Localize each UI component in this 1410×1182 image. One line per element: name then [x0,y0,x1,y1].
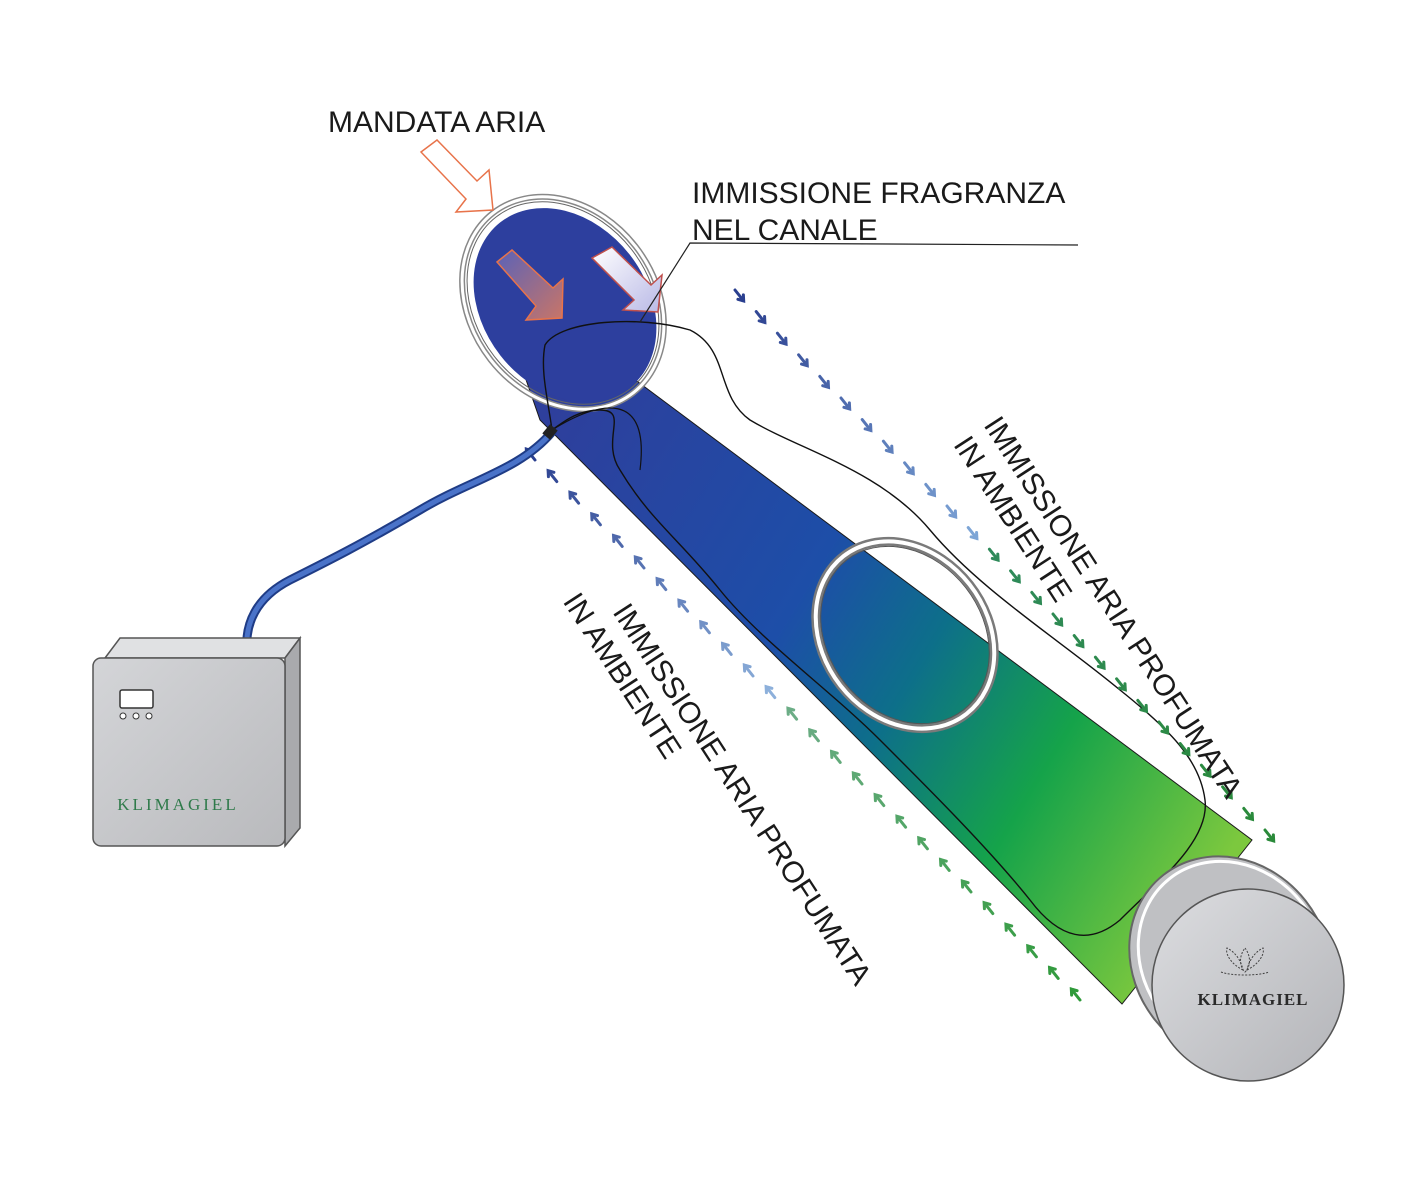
supply-air-arrow [419,139,494,213]
fragrance-leader-line [639,242,1079,323]
upper-output-arrows [733,288,1276,843]
upper-output-arrow-0 [733,288,746,303]
lower-output-arrow-2 [568,490,581,505]
device-front [92,657,286,847]
device-side [284,635,301,849]
upper-output-arrow-25 [1263,828,1276,843]
lower-output-arrow-3 [590,511,602,527]
hose-connector [542,424,558,440]
end-cap-face [1151,888,1345,1082]
upper-output-arrow-11 [966,526,979,541]
upper-output-arrow-22 [1199,763,1212,779]
upper-output-arrow-19 [1136,698,1149,714]
upper-output-arrow-4 [818,374,831,390]
lower-output-arrow-16 [873,792,886,808]
lower-output-arrow-21 [982,900,995,916]
lower-output-arrow-7 [677,598,690,613]
lower-output-arrow-14 [829,749,842,764]
fragrance-injection-label-line1: IMMISSIONE FRAGRANZA [692,177,1065,210]
upper-output-arrow-15 [1051,612,1064,627]
upper-output-arrow-12 [987,547,1000,563]
fragrance-injection-arrow [590,246,663,313]
lower-output-arrow-18 [917,835,929,851]
lotus-icon [1220,947,1270,976]
supply-inner-arrow [495,249,564,321]
upper-output-arrow-16 [1072,634,1085,649]
supply-air-label: MANDATA ARIA [328,106,545,139]
duct-end-cap: KLIMAGIEL [1128,855,1345,1082]
lower-output-arrow-8 [699,619,711,635]
upper-output-arrow-13 [1009,569,1021,584]
upper-output-arrow-3 [797,353,809,368]
lower-output-arrow-6 [655,576,668,592]
lower-output-arrow-5 [633,555,646,570]
diffuser-device: KLIMAGIEL [92,635,302,849]
device-display [119,689,154,709]
upper-output-arrow-20 [1157,720,1170,735]
lower-output-arrow-22 [1004,922,1017,937]
lower-output-arrow-23 [1026,943,1038,959]
upper-output-arrow-2 [775,331,788,347]
upper-output-arrow-17 [1093,655,1106,671]
lower-output-arrow-20 [960,879,973,894]
upper-output-arrow-6 [860,418,873,433]
upper-output-arrow-21 [1178,742,1191,757]
device-button-2 [132,712,140,720]
lower-output-arrow-25 [1069,987,1082,1002]
upper-output-arrow-1 [754,310,767,325]
upper-output-arrow-10 [945,504,958,519]
upper-output-arrow-5 [839,396,852,411]
upper-output-arrow-18 [1115,677,1127,692]
upper-output-arrow-23 [1221,785,1233,800]
duct: KLIMAGIEL [459,193,1345,1082]
lower-output-arrow-1 [546,468,559,484]
upper-output-arrow-7 [881,439,894,455]
fragrance-injection-label-line2: NEL CANALE [692,214,878,247]
lower-output-arrow-4 [611,533,624,548]
device-brand: KLIMAGIEL [117,795,238,814]
lower-output-arrow-24 [1047,965,1060,980]
end-cap-brand: KLIMAGIEL [1197,990,1308,1009]
fragrance-inner-pipe [551,407,642,471]
upper-output-arrow-8 [903,461,915,476]
upper-output-arrow-24 [1242,806,1255,822]
device-button-3 [145,712,153,720]
lower-output-arrow-19 [938,857,951,872]
fragrance-flow-path [542,320,1206,936]
lower-output-arrows [524,447,1082,1002]
lower-output-arrow-15 [851,771,864,786]
upper-output-arrow-9 [924,482,937,498]
lower-output-arrow-12 [786,706,799,721]
upper-output-arrow-14 [1030,590,1043,606]
lower-output-arrow-10 [742,663,755,678]
lower-output-arrow-13 [808,727,820,743]
device-top [103,637,302,659]
lower-output-arrow-17 [895,814,908,829]
device-button-1 [119,712,127,720]
lower-output-arrow-9 [720,641,733,656]
lower-output-arrow-11 [764,684,777,700]
